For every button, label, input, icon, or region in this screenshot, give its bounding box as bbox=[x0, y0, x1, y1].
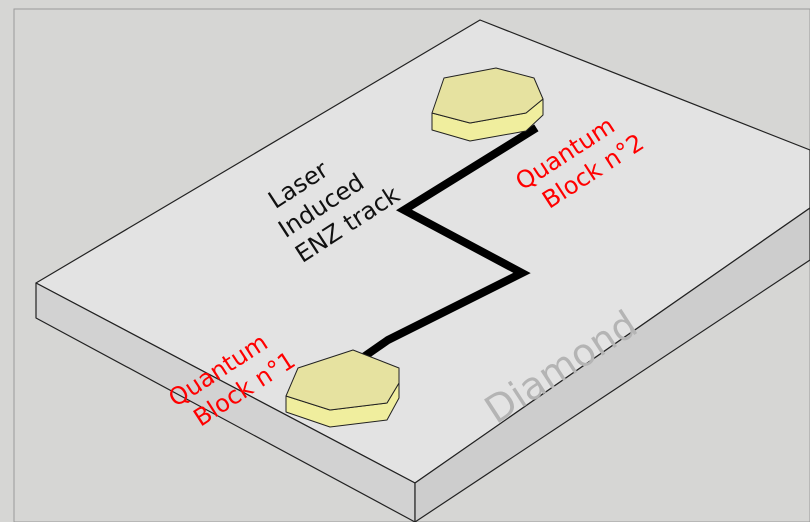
enz-track bbox=[336, 124, 539, 378]
diamond-substrate bbox=[35, 19, 810, 522]
quantum-block-1 bbox=[285, 349, 400, 428]
substrate-left-face bbox=[35, 282, 416, 522]
quantum-block-2 bbox=[431, 67, 544, 142]
block-2-top bbox=[431, 67, 544, 124]
block-1-top bbox=[285, 349, 400, 411]
substrate-front-face bbox=[414, 207, 810, 522]
canvas-border bbox=[13, 8, 810, 522]
